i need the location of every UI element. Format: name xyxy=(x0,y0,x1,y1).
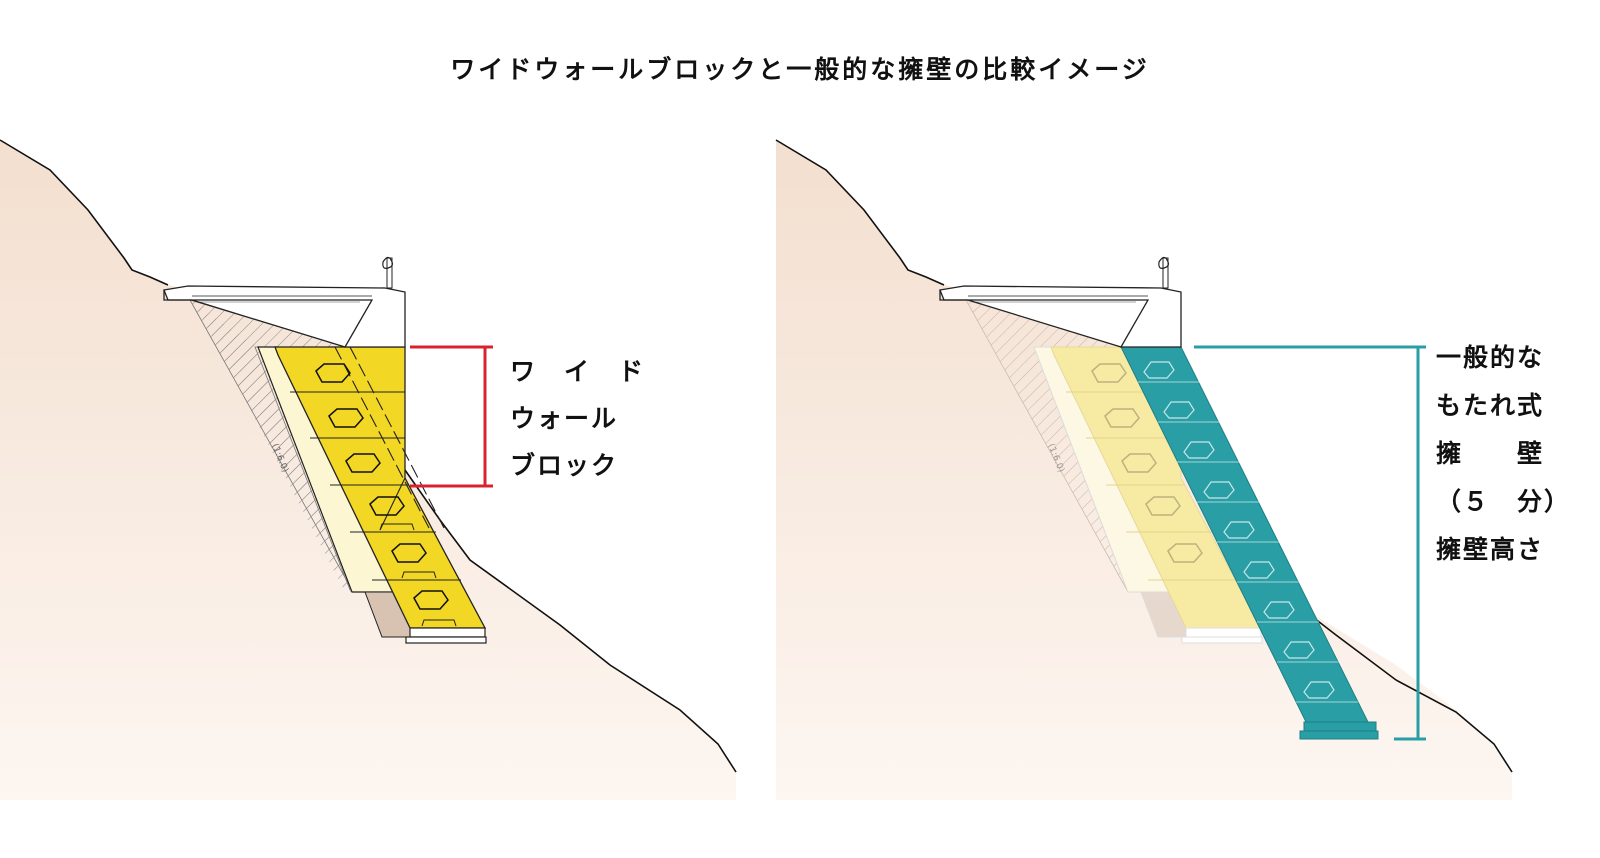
right-height-bracket xyxy=(1194,345,1426,741)
right-label: 一般的な もたれ式 擁 壁 （５ 分） 擁壁高さ xyxy=(1436,343,1582,564)
left-height-bracket xyxy=(410,345,493,488)
left-ground-line xyxy=(0,139,169,286)
left-label-line-2: ウォール xyxy=(510,404,618,433)
right-label-line-1: 一般的な xyxy=(1436,343,1544,372)
left-label-line-1: ワ イ ド xyxy=(510,357,645,386)
diagram-title: ワイドウォールブロックと一般的な擁壁の比較イメージ xyxy=(450,55,1150,84)
left-footing xyxy=(409,627,486,638)
left-slope-line xyxy=(404,469,737,773)
right-ground-line xyxy=(775,139,945,286)
right-label-line-5: 擁壁高さ xyxy=(1436,535,1544,564)
right-label-line-3: 擁 壁 xyxy=(1436,439,1544,468)
left-panel: (1:6.0) ワ イ ド ウォール ブロック xyxy=(0,139,737,800)
right-panel: (1:6.0) 一般的な もたれ式 擁 壁 （５ 分） 擁壁高さ xyxy=(775,139,1582,800)
left-label-line-3: ブロック xyxy=(510,451,618,480)
left-label: ワ イ ド ウォール ブロック xyxy=(510,357,656,480)
right-label-line-2: もたれ式 xyxy=(1436,391,1544,420)
right-slope-line xyxy=(1313,617,1513,773)
right-label-line-4: （５ 分） xyxy=(1436,487,1571,516)
right-leaning-wall-footing xyxy=(1303,721,1377,732)
